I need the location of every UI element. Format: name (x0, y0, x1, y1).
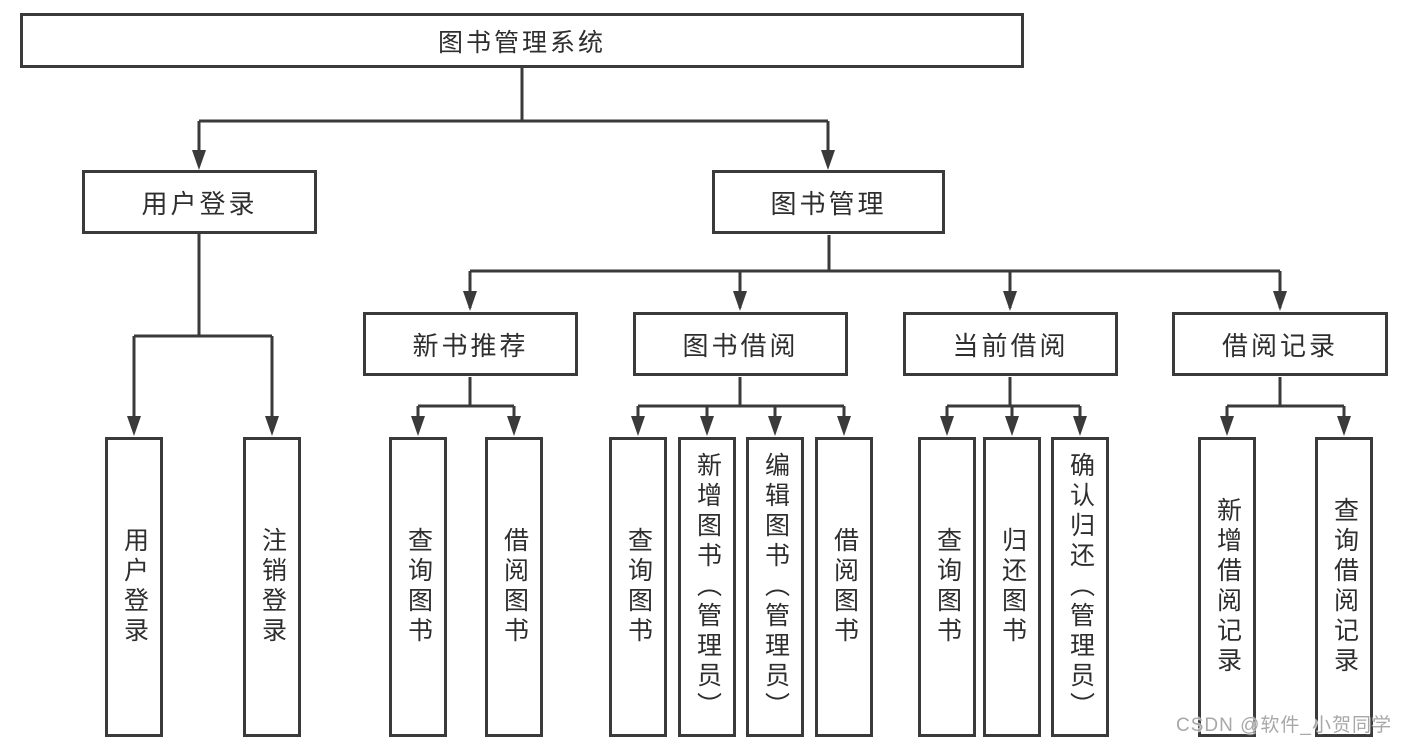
leaf-query-books-recommend: 查询图书 (389, 437, 447, 737)
leaf-borrow-books-recommend: 借阅图书 (485, 437, 543, 737)
leaf-user-login: 用户登录 (105, 437, 163, 737)
leaf-add-books-admin: 新增图书（管理员） (678, 437, 736, 737)
arrow-down-icon (127, 416, 141, 436)
arrow-down-icon (837, 416, 851, 436)
node-borrowing-records: 借阅记录 (1172, 312, 1388, 376)
connector-user-login-children (132, 234, 274, 432)
arrow-down-icon (411, 416, 425, 436)
connector-book-management-children (468, 235, 1282, 308)
arrow-down-icon (265, 416, 279, 436)
arrow-down-icon (1337, 416, 1351, 436)
node-current-borrowing: 当前借阅 (903, 312, 1118, 376)
node-library-management-system: 图书管理系统 (20, 13, 1024, 68)
arrowheads-group (127, 150, 1351, 436)
arrow-down-icon (821, 150, 835, 170)
leaf-add-borrowing-record: 新增借阅记录 (1198, 437, 1256, 737)
leaf-confirm-return-admin: 确认归还（管理员） (1051, 437, 1109, 737)
arrow-down-icon (700, 416, 714, 436)
connector-borrowing-records-children (1225, 377, 1346, 432)
node-book-borrowing: 图书借阅 (633, 312, 848, 376)
arrow-down-icon (192, 150, 206, 170)
arrow-down-icon (940, 416, 954, 436)
arrow-down-icon (1003, 291, 1017, 311)
leaf-logout: 注销登录 (243, 437, 301, 737)
connector-book-borrowing-children (636, 377, 846, 432)
leaf-borrow-books-borrowing: 借阅图书 (815, 437, 873, 737)
arrow-down-icon (463, 291, 477, 311)
arrow-down-icon (1005, 416, 1019, 436)
leaf-edit-books-admin: 编辑图书（管理员） (746, 437, 804, 737)
arrow-down-icon (1273, 291, 1287, 311)
arrow-down-icon (1220, 416, 1234, 436)
arrow-down-icon (733, 291, 747, 311)
node-new-book-recommendation: 新书推荐 (363, 312, 578, 376)
arrow-down-icon (1073, 416, 1087, 436)
leaf-query-books-current: 查询图书 (918, 437, 976, 737)
node-book-management: 图书管理 (712, 170, 945, 234)
leaf-query-borrowing-record: 查询借阅记录 (1315, 437, 1373, 737)
connector-new-book-children (416, 377, 516, 432)
arrow-down-icon (507, 416, 521, 436)
arrow-down-icon (768, 416, 782, 436)
csdn-watermark: CSDN @软件_小贺同学 (1176, 715, 1392, 736)
connector-root-to-level2 (197, 67, 830, 166)
arrow-down-icon (631, 416, 645, 436)
leaf-return-books: 归还图书 (983, 437, 1041, 737)
node-user-login: 用户登录 (82, 170, 317, 234)
leaf-query-books-borrowing: 查询图书 (609, 437, 667, 737)
